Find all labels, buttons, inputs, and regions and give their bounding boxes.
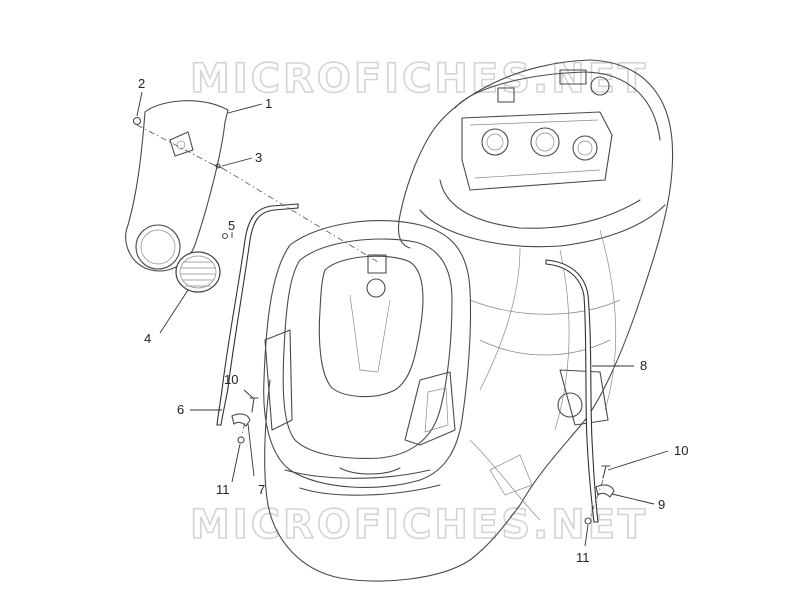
part-10-screw-right xyxy=(601,465,611,479)
part-6-seal-strip xyxy=(216,203,299,426)
callout-8: 8 xyxy=(640,358,647,373)
front-shield xyxy=(263,220,472,496)
callout-11b: 11 xyxy=(576,550,590,565)
callout-1: 1 xyxy=(265,96,272,111)
leg-shield-body xyxy=(264,59,674,582)
part-8-seal-strip xyxy=(545,259,599,523)
part-10-screw-left xyxy=(249,397,259,413)
callout-3: 3 xyxy=(255,150,262,165)
part-11-nut-left xyxy=(237,436,245,444)
part-2-screw xyxy=(132,116,142,126)
callout-4: 4 xyxy=(144,331,151,346)
part-3-pin xyxy=(213,163,223,169)
callout-10a: 10 xyxy=(224,372,238,387)
part-7-clip xyxy=(231,413,251,427)
part-5-screw xyxy=(221,232,229,240)
part-9-clip xyxy=(595,484,615,498)
callout-5: 5 xyxy=(228,218,235,233)
callout-9: 9 xyxy=(658,497,665,512)
leader-lines xyxy=(136,91,669,547)
part-4-grille xyxy=(175,251,221,293)
assembly-lines xyxy=(136,124,604,519)
callout-10b: 10 xyxy=(674,443,688,458)
callout-11a: 11 xyxy=(216,482,230,497)
part-11-nut-right xyxy=(584,517,592,525)
watermark-top: MICROFICHES.NET xyxy=(190,56,648,102)
callout-2: 2 xyxy=(138,76,145,91)
watermark-bottom: MICROFICHES.NET xyxy=(190,502,648,548)
part-1-cover xyxy=(125,100,229,272)
callout-6: 6 xyxy=(177,402,184,417)
callout-7: 7 xyxy=(258,482,265,497)
